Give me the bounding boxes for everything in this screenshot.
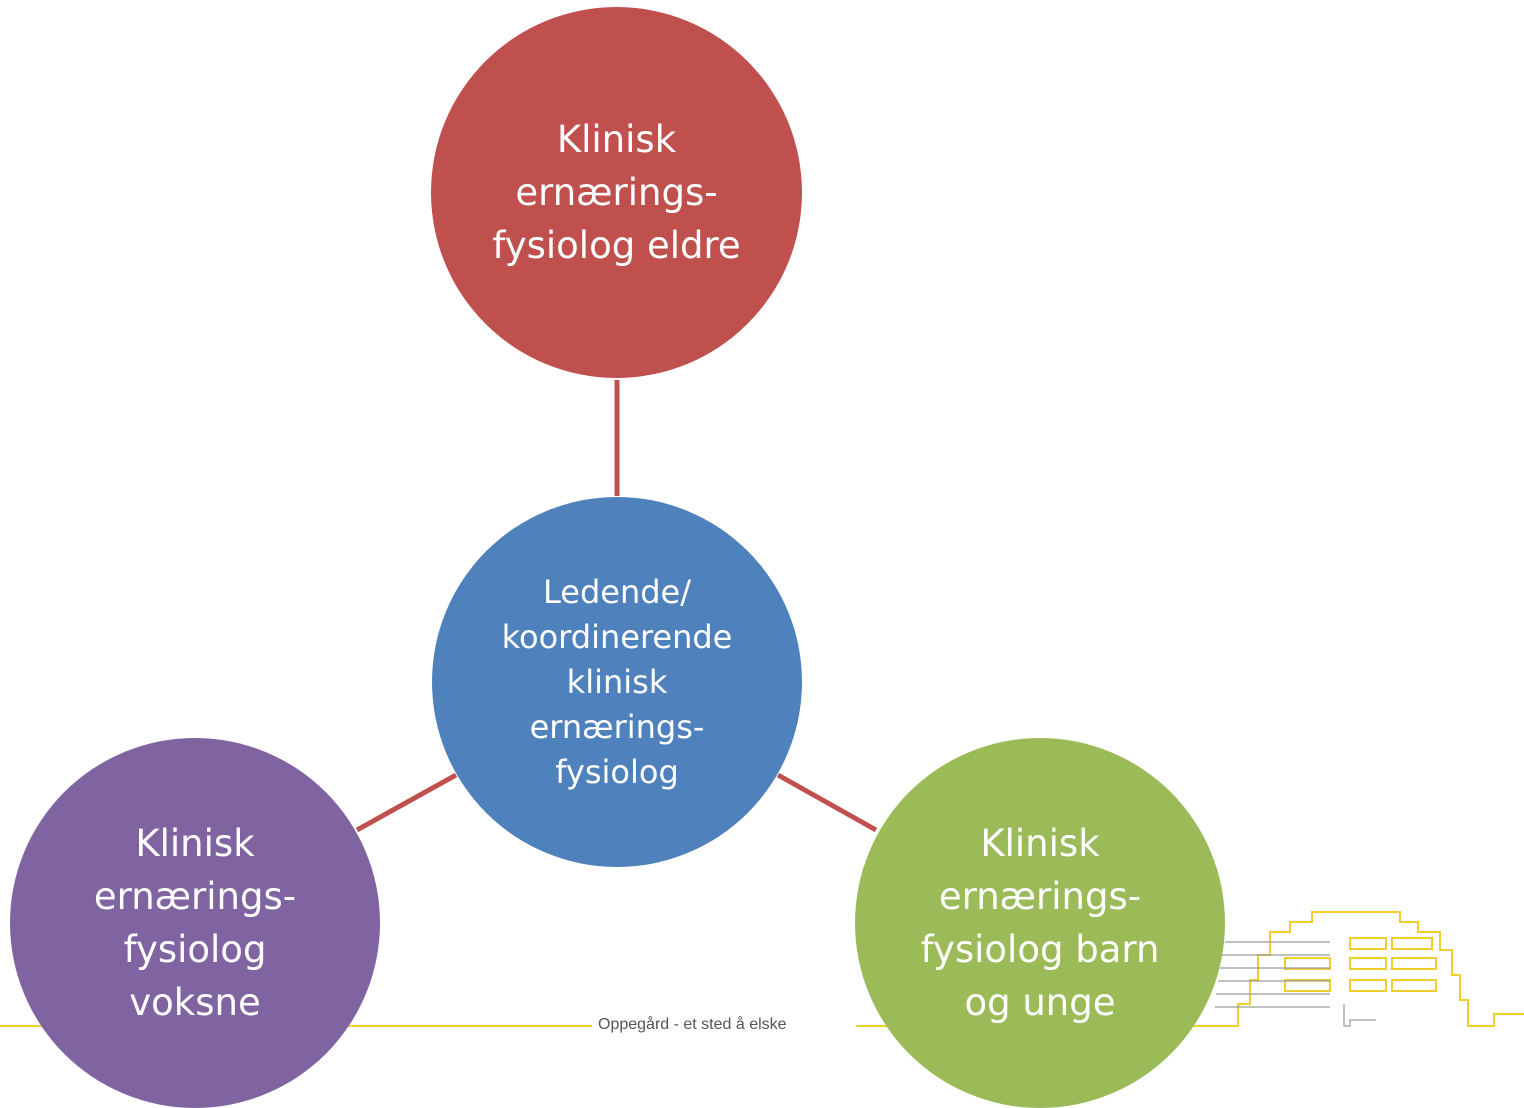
node-coordinator: Ledende/ koordinerende klinisk ernærings… xyxy=(432,497,802,867)
footer-slogan: Oppegård - et sted å elske xyxy=(598,1016,787,1033)
node-coordinator-label: Ledende/ koordinerende klinisk ernærings… xyxy=(501,572,733,791)
connector-lines xyxy=(355,380,878,833)
node-elderly-label: Klinisk ernærings-fysiolog eldre xyxy=(492,118,741,267)
connector-right xyxy=(776,772,878,833)
node-children-youth: Klinisk ernærings-fysiolog barn og unge xyxy=(855,738,1225,1108)
node-adults-label: Klinisk ernærings-fysiolog voksne xyxy=(93,822,297,1024)
building-logo-icon xyxy=(1215,911,1480,1027)
node-adults: Klinisk ernærings-fysiolog voksne xyxy=(10,738,380,1108)
node-children-youth-label: Klinisk ernærings-fysiolog barn og unge xyxy=(920,822,1160,1024)
node-elderly: Klinisk ernærings-fysiolog eldre xyxy=(431,7,802,378)
connector-left xyxy=(355,772,458,833)
